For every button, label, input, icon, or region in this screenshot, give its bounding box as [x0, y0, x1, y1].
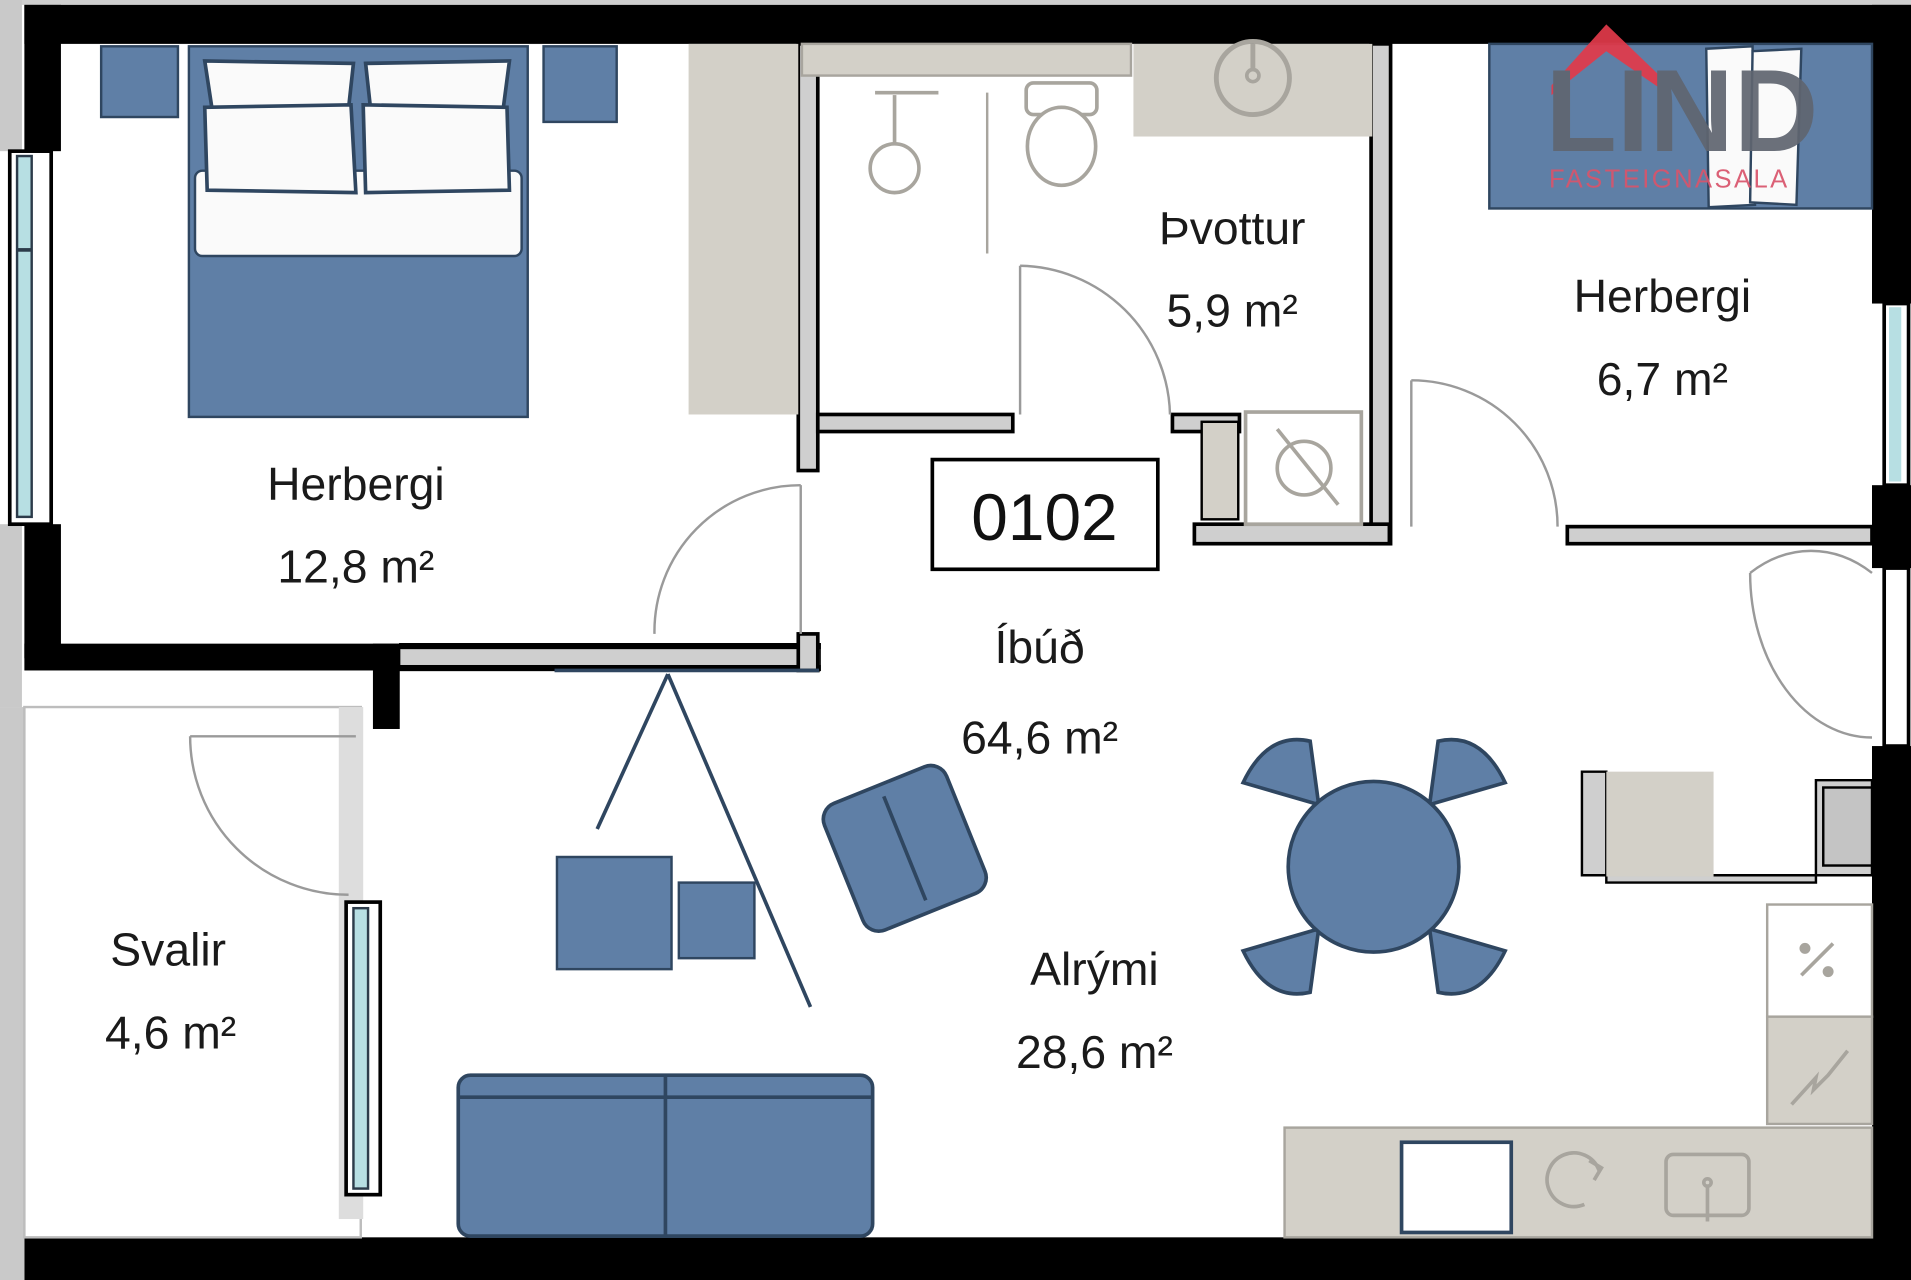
svg-text:28,6 m²: 28,6 m²	[1016, 1026, 1173, 1078]
sofa-icon	[456, 1073, 875, 1238]
balcony-area	[0, 705, 383, 1280]
room-label-laundry: Þvottur 5,9 m²	[1159, 202, 1306, 337]
exterior-walls	[24, 4, 1911, 1280]
small-bed-icon	[1488, 42, 1874, 210]
lind-logo: LIND FASTEIGNASALA	[1545, 24, 1818, 194]
apartment-label: Íbúð 64,6 m²	[961, 621, 1118, 763]
oven-icon	[1545, 1151, 1604, 1209]
washer-icon	[1200, 410, 1364, 527]
kitchen-sink-icon	[1664, 1152, 1751, 1222]
svg-text:64,6 m²: 64,6 m²	[961, 711, 1118, 763]
interior-walls	[399, 42, 1874, 673]
toilet-icon	[1024, 81, 1099, 188]
closet	[688, 43, 799, 415]
svg-text:6,7 m²: 6,7 m²	[1597, 353, 1728, 405]
svg-text:LIND: LIND	[1545, 45, 1818, 176]
room-label-living: Alrými 28,6 m²	[1016, 943, 1173, 1078]
sink-icon	[1133, 39, 1373, 137]
svg-text:Þvottur: Þvottur	[1159, 202, 1306, 254]
stove-icon	[1790, 1049, 1850, 1106]
table-icon	[1240, 737, 1508, 996]
unit-number-box: 0102	[930, 457, 1160, 572]
svg-text:12,8 m²: 12,8 m²	[277, 541, 434, 593]
armchair-icon	[821, 763, 989, 934]
door-swing-icon	[653, 264, 1873, 739]
svg-text:Alrými: Alrými	[1030, 943, 1159, 995]
window-bedroom	[7, 149, 54, 527]
svg-text:Herbergi: Herbergi	[267, 458, 445, 510]
bed-icon	[99, 45, 618, 419]
svg-text:0102: 0102	[971, 480, 1117, 554]
svg-text:Íbúð: Íbúð	[995, 621, 1085, 673]
side-table-icon	[555, 855, 756, 971]
svg-text:Herbergi: Herbergi	[1574, 270, 1752, 322]
shower-icon	[868, 90, 989, 254]
svg-text:4,6 m²: 4,6 m²	[105, 1006, 236, 1058]
window-small-bedroom	[1882, 301, 1911, 488]
room-label-bedroom-small: Herbergi 6,7 m²	[1574, 270, 1752, 405]
tv-stand-icon	[554, 668, 819, 1008]
room-label-balcony: Svalir 4,6 m²	[105, 923, 236, 1058]
svg-text:5,9 m²: 5,9 m²	[1167, 285, 1298, 337]
roof-icon	[1551, 24, 1670, 96]
fridge-icon	[1399, 1140, 1514, 1235]
kitchen-counter	[1283, 770, 1874, 1239]
svg-text:Svalir: Svalir	[110, 923, 226, 975]
svg-text:FASTEIGNASALA: FASTEIGNASALA	[1549, 166, 1790, 194]
room-label-bedroom-large: Herbergi 12,8 m²	[267, 458, 445, 593]
dishwasher-icon	[1799, 942, 1835, 978]
window-living	[1882, 566, 1911, 748]
